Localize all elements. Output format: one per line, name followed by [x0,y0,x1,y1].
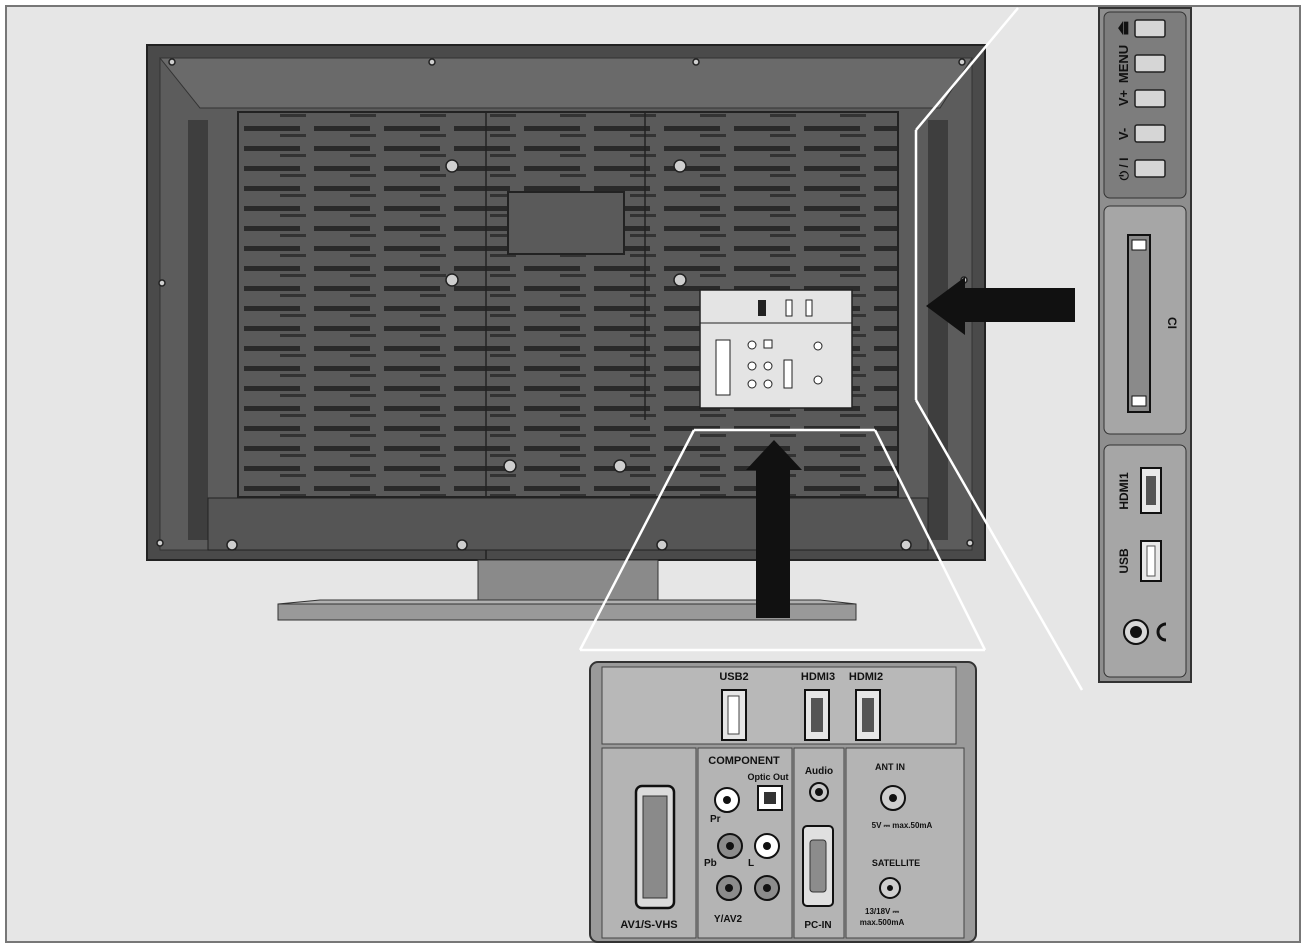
tv-screws [156,58,974,551]
side-button-source-label: ⏏ [1115,20,1132,35]
side-button-power[interactable] [1134,159,1166,178]
satellite-spec-2: max.500mA [860,918,905,927]
hdmi2-label: HDMI2 [849,671,883,683]
side-button-volume-up[interactable] [1134,89,1166,108]
audio-r-jack[interactable] [754,875,780,901]
side-button-menu-label: MENU [1116,45,1131,83]
bottom-connection-panel: USB2 HDMI3 HDMI2 AV1/S-VHS COMPONENT Opt… [589,661,977,943]
side-button-power-label: ⏻ / I [1117,158,1131,181]
usb-label: USB [1117,548,1131,574]
zoom-lines [578,7,1084,691]
side-button-source[interactable] [1134,19,1166,38]
pr-jack[interactable] [714,787,740,813]
usb2-label: USB2 [719,671,748,683]
satellite-spec-1: 13/18V ⎓ [865,907,900,916]
ci-card-slot[interactable] [1127,234,1151,413]
tv-label-plate [507,191,625,255]
hdmi1-label: HDMI1 [1117,472,1131,510]
side-av-ports: HDMI1 USB [1103,444,1187,678]
satellite-label: SATELLITE [872,858,920,868]
pcin-label: PC-IN [804,920,831,931]
pb-jack[interactable] [717,833,743,859]
side-ci-slot: CI [1103,205,1187,435]
tv-rear-view [146,44,986,621]
side-button-volume-up-label: V+ [1116,89,1131,106]
side-control-buttons: ⏏ MENU V+ V- ⏻ / I [1103,11,1187,199]
headphone-jack[interactable] [1123,619,1149,645]
arrow-to-side-panel [926,277,1075,335]
audio-l-jack[interactable] [754,833,780,859]
y-av2-jack[interactable] [716,875,742,901]
headphone-icon [1156,622,1167,642]
tv-stand-neck [477,559,659,601]
component-label: COMPONENT [708,755,780,767]
pr-label: Pr [710,814,721,825]
side-button-volume-down[interactable] [1134,124,1166,143]
ant-in-label: ANT IN [875,762,905,772]
ant-in-port[interactable] [880,785,906,811]
pc-audio-jack[interactable] [809,782,829,802]
ant-in-spec: 5V ⎓ max.50mA [872,821,933,830]
l-label: L [748,858,754,869]
side-connection-panel: ⏏ MENU V+ V- ⏻ / I CI HDMI1 USB [1098,7,1192,683]
hdmi3-label: HDMI3 [801,671,835,683]
audio-label: Audio [805,766,833,777]
optic-out-label: Optic Out [748,772,789,782]
yav2-label: Y/AV2 [714,914,743,925]
ci-label: CI [1165,317,1179,329]
arrow-to-bottom-panel [746,440,802,618]
tv-mini-connection-panel [699,289,853,409]
satellite-port[interactable] [879,877,901,899]
scart-label: AV1/S-VHS [620,919,677,931]
pb-label: Pb [704,858,717,869]
side-button-menu[interactable] [1134,54,1166,73]
side-button-volume-down-label: V- [1116,128,1131,140]
